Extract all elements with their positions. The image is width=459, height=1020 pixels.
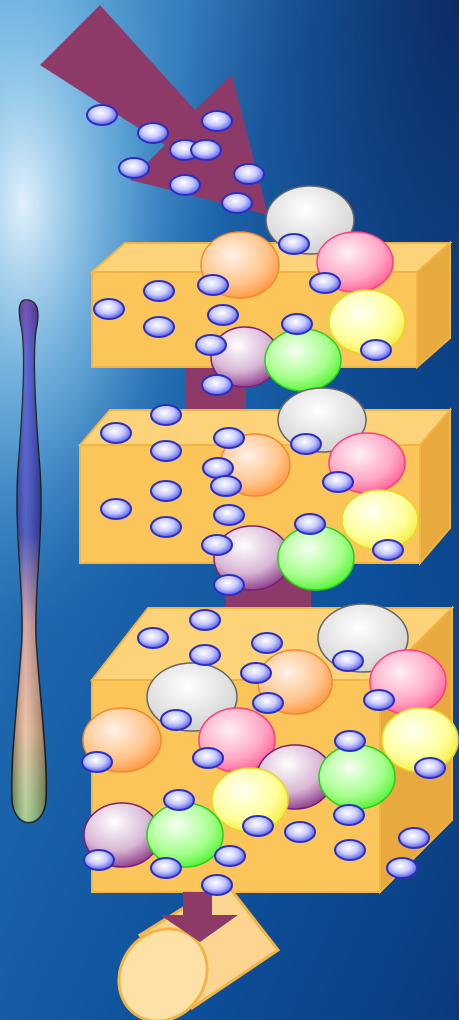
small-particle <box>202 875 232 895</box>
large-particle-green <box>265 329 341 391</box>
small-particle <box>295 514 325 534</box>
small-particle <box>279 234 309 254</box>
small-particle <box>211 476 241 496</box>
small-particle <box>138 123 168 143</box>
small-particle <box>202 111 232 131</box>
small-particle <box>252 633 282 653</box>
small-particle <box>193 748 223 768</box>
small-particle <box>144 281 174 301</box>
small-particle <box>190 610 220 630</box>
small-particle <box>310 273 340 293</box>
small-particle <box>101 423 131 443</box>
large-particle-green <box>278 526 354 590</box>
small-particle <box>164 790 194 810</box>
small-particle <box>234 164 264 184</box>
small-particle <box>87 105 117 125</box>
small-particle <box>84 850 114 870</box>
small-particle <box>161 710 191 730</box>
small-particle <box>138 628 168 648</box>
small-particle <box>335 840 365 860</box>
small-particle <box>170 175 200 195</box>
small-particle <box>333 651 363 671</box>
small-particle <box>196 335 226 355</box>
small-particle <box>334 805 364 825</box>
small-particle <box>82 752 112 772</box>
small-particle <box>222 193 252 213</box>
small-particle <box>215 846 245 866</box>
small-particle <box>151 517 181 537</box>
small-particle <box>243 816 273 836</box>
small-particle <box>285 822 315 842</box>
small-particle <box>151 405 181 425</box>
small-particle <box>151 481 181 501</box>
small-particle <box>323 472 353 492</box>
small-particle <box>364 690 394 710</box>
small-particle <box>214 428 244 448</box>
small-particle <box>144 317 174 337</box>
small-particle <box>94 299 124 319</box>
small-particle <box>214 505 244 525</box>
small-particle <box>198 275 228 295</box>
small-particle <box>335 731 365 751</box>
small-particle <box>151 441 181 461</box>
small-particle <box>202 535 232 555</box>
small-particle <box>241 663 271 683</box>
small-particle <box>151 858 181 878</box>
small-particle <box>202 375 232 395</box>
small-particle <box>208 305 238 325</box>
small-particle <box>101 499 131 519</box>
small-particle <box>282 314 312 334</box>
small-particle <box>373 540 403 560</box>
small-particle <box>253 693 283 713</box>
large-particle-green <box>319 745 395 809</box>
small-particle <box>361 340 391 360</box>
small-particle <box>387 858 417 878</box>
small-particle <box>291 434 321 454</box>
small-particle <box>191 140 221 160</box>
small-particle <box>214 575 244 595</box>
large-particle-green <box>147 803 223 867</box>
small-particle <box>190 645 220 665</box>
small-particle <box>119 158 149 178</box>
small-particle <box>415 758 445 778</box>
small-particle <box>399 828 429 848</box>
small-particle <box>203 458 233 478</box>
